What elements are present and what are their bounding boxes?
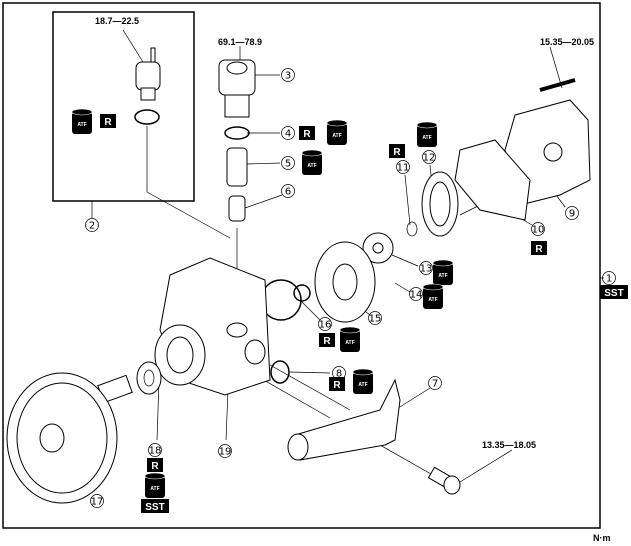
pulley xyxy=(6,372,133,504)
callout-4: 4 xyxy=(281,126,295,140)
svg-text:R: R xyxy=(303,129,311,140)
pump-cover xyxy=(260,78,591,323)
callout-6: 6 xyxy=(281,184,295,198)
svg-text:9: 9 xyxy=(569,209,575,220)
svg-text:5: 5 xyxy=(285,159,291,170)
callout-5: 5 xyxy=(281,156,295,170)
svg-text:10: 10 xyxy=(532,225,545,236)
torque-switch: 18.7—22.5 xyxy=(95,16,139,26)
replace-part-badge: R xyxy=(319,333,335,347)
pump-body xyxy=(136,257,290,396)
inset-frame xyxy=(52,11,195,202)
svg-text:ATF: ATF xyxy=(438,273,447,279)
callout-13: 13 xyxy=(419,261,433,275)
callout-14: 14 xyxy=(409,287,423,301)
svg-text:2: 2 xyxy=(89,221,95,232)
svg-text:R: R xyxy=(535,244,543,255)
callout-17: 17 xyxy=(90,494,104,508)
replace-part-badge: R xyxy=(329,377,345,391)
replace-part-badge: R xyxy=(389,144,405,158)
svg-text:8: 8 xyxy=(336,369,342,380)
atf-fluid-can-icon: ATF xyxy=(432,259,454,285)
svg-text:R: R xyxy=(333,380,341,391)
atf-fluid-can-icon: ATF xyxy=(416,121,438,147)
svg-text:14: 14 xyxy=(410,290,423,301)
special-service-tool-badge: SST xyxy=(141,499,169,513)
torque-pipe-bolt: 13.35—18.05 xyxy=(482,440,536,450)
oil-pressure-switch xyxy=(134,47,161,125)
svg-text:ATF: ATF xyxy=(358,382,367,388)
svg-text:12: 12 xyxy=(423,153,436,164)
callout-11: 11 xyxy=(396,160,410,174)
oil-seal xyxy=(136,361,162,395)
svg-text:16: 16 xyxy=(319,320,332,331)
svg-text:19: 19 xyxy=(219,447,232,458)
plug-3 xyxy=(218,59,256,222)
svg-text:ATF: ATF xyxy=(428,297,437,303)
outlet-pipe xyxy=(287,378,461,495)
svg-text:6: 6 xyxy=(285,187,291,198)
svg-text:ATF: ATF xyxy=(150,486,159,492)
atf-fluid-can-icon: ATF xyxy=(326,119,348,145)
o-ring-switch xyxy=(134,109,160,125)
svg-text:R: R xyxy=(151,461,159,472)
svg-text:SST: SST xyxy=(604,288,623,299)
callout-9: 9 xyxy=(565,206,579,220)
callout-15: 15 xyxy=(368,311,382,325)
callout-18: 18 xyxy=(148,443,162,457)
callout-1: 1 xyxy=(602,271,616,285)
gasket xyxy=(454,139,531,221)
svg-text:ATF: ATF xyxy=(307,163,316,169)
torque-plug: 69.1—78.9 xyxy=(218,37,262,47)
callout-2: 2 xyxy=(85,218,99,232)
outer-frame xyxy=(2,2,601,529)
svg-text:R: R xyxy=(393,147,401,158)
callout-12: 12 xyxy=(422,150,436,164)
atf-fluid-can-icon: ATF xyxy=(352,368,374,394)
svg-text:ATF: ATF xyxy=(77,122,86,128)
atf-fluid-can-icon: ATF xyxy=(71,108,93,134)
callout-19: 19 xyxy=(218,444,232,458)
callout-10: 10 xyxy=(531,222,545,236)
svg-text:ATF: ATF xyxy=(345,340,354,346)
svg-text:R: R xyxy=(323,336,331,347)
replace-part-badge: R xyxy=(100,114,116,128)
badges: R R R R R R R SST SST ATF ATF ATF ATF ATF ATF ATF ATF ATF xyxy=(71,108,628,513)
svg-text:1: 1 xyxy=(606,274,612,285)
svg-text:ATF: ATF xyxy=(332,133,341,139)
replace-part-badge: R xyxy=(147,458,163,472)
svg-text:7: 7 xyxy=(432,379,438,390)
svg-text:15: 15 xyxy=(369,314,382,325)
svg-text:11: 11 xyxy=(397,163,410,174)
atf-fluid-can-icon: ATF xyxy=(301,149,323,175)
callout-16: 16 xyxy=(318,317,332,331)
svg-text:13: 13 xyxy=(420,264,433,275)
svg-text:SST: SST xyxy=(145,502,164,513)
replace-part-badge: R xyxy=(531,241,547,255)
callout-7: 7 xyxy=(428,376,442,390)
svg-text:18: 18 xyxy=(149,446,162,457)
atf-fluid-can-icon: ATF xyxy=(144,472,166,498)
special-service-tool-badge: SST xyxy=(600,285,628,299)
replace-part-badge: R xyxy=(299,126,315,140)
atf-fluid-can-icon: ATF xyxy=(339,326,361,352)
svg-text:R: R xyxy=(104,117,112,128)
callout-3: 3 xyxy=(281,68,295,82)
svg-text:4: 4 xyxy=(285,129,291,140)
svg-text:ATF: ATF xyxy=(422,135,431,141)
unit-label: N·m xyxy=(593,533,611,543)
svg-text:17: 17 xyxy=(91,497,104,508)
atf-fluid-can-icon: ATF xyxy=(422,283,444,309)
svg-text:3: 3 xyxy=(285,71,291,82)
torque-cover-bolt: 15.35—20.05 xyxy=(540,37,594,47)
